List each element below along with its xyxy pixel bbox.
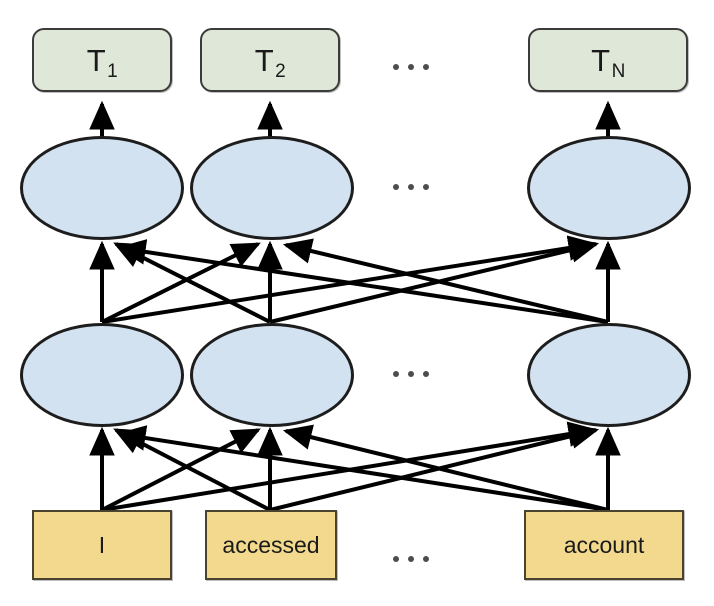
hidden1-row-ellipsis: [393, 371, 429, 377]
output-node-TN[interactable]: TN: [528, 28, 688, 92]
hidden1-node-2[interactable]: [190, 323, 354, 427]
output-node-TN-label: TN: [591, 42, 626, 82]
input-row-ellipsis: [393, 556, 429, 562]
hidden2-node-N[interactable]: [527, 136, 691, 240]
arrows-hidden1-to-hidden2: [89, 235, 621, 324]
hidden1-node-1[interactable]: [20, 323, 184, 427]
hidden1-node-N[interactable]: [527, 323, 691, 427]
input-token-1-label: I: [98, 531, 106, 558]
input-token-2-label: accessed: [222, 531, 320, 558]
input-token-N-label: account: [563, 531, 645, 558]
hidden2-row-ellipsis: [393, 184, 429, 190]
input-token-1[interactable]: I: [32, 510, 172, 580]
output-row-ellipsis: [393, 64, 429, 70]
output-node-T2[interactable]: T2: [200, 28, 340, 92]
hidden2-node-1[interactable]: [20, 136, 184, 240]
output-node-T2-label: T2: [254, 42, 287, 82]
input-token-2[interactable]: accessed: [205, 510, 337, 580]
input-token-N[interactable]: account: [524, 510, 684, 580]
hidden2-node-2[interactable]: [190, 136, 354, 240]
arrows-input-to-hidden1: [89, 421, 621, 512]
output-node-T1-label: T1: [86, 42, 119, 82]
output-node-T1[interactable]: T1: [32, 28, 172, 92]
